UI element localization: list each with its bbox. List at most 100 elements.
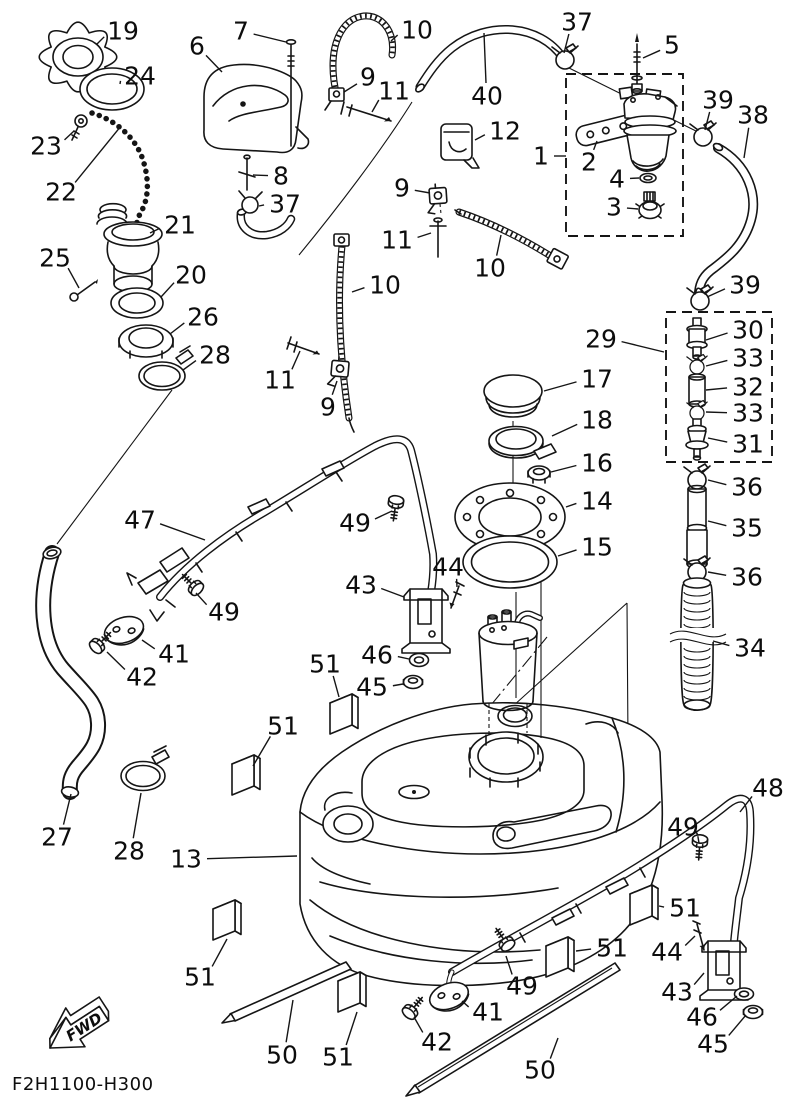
callout-36: 36	[731, 563, 763, 592]
leader-line-51	[345, 1011, 358, 1046]
leader-line-24	[119, 80, 122, 85]
leader-line-32	[705, 387, 728, 391]
tie-mount-9b	[425, 182, 449, 216]
callout-12: 12	[489, 117, 521, 146]
cover-screw-7	[285, 38, 297, 147]
callout-44: 44	[651, 938, 683, 967]
callout-51: 51	[309, 650, 341, 679]
callout-51: 51	[322, 1043, 354, 1072]
callout-13: 13	[170, 845, 202, 874]
callout-37: 37	[561, 8, 593, 37]
callout-6: 6	[189, 32, 205, 61]
nut-45a	[402, 674, 424, 690]
leader-line-3	[626, 207, 639, 210]
callout-46: 46	[361, 641, 393, 670]
callout-51: 51	[669, 894, 701, 923]
callout-18: 18	[581, 406, 613, 435]
leader-line-36	[707, 571, 727, 577]
leader-line-35	[707, 520, 727, 527]
callout-9: 9	[320, 393, 336, 422]
callout-23: 23	[30, 132, 62, 161]
callout-39: 39	[729, 271, 761, 300]
leader-line-43	[380, 587, 405, 598]
cap-screw-23	[71, 114, 88, 141]
neck-gasket-20	[110, 287, 164, 319]
callout-31: 31	[732, 430, 764, 459]
callout-49: 49	[339, 509, 371, 538]
strap-bracket-43a	[401, 588, 451, 654]
cable-tie-10c	[333, 233, 355, 433]
leader-line-33	[705, 359, 728, 367]
callout-17: 17	[581, 365, 613, 394]
leader-line-9	[414, 189, 431, 194]
callout-33: 33	[732, 344, 764, 373]
callout-25: 25	[39, 244, 71, 273]
fuel-hose-38	[694, 142, 759, 299]
o-ring-4	[639, 172, 657, 184]
callout-21: 21	[164, 211, 196, 240]
callout-38: 38	[737, 101, 769, 130]
callout-42: 42	[421, 1028, 453, 1057]
fuel-cock-kit-29	[665, 311, 773, 463]
callout-8: 8	[273, 162, 289, 191]
neck-nut-26	[118, 324, 174, 359]
callout-2: 2	[581, 148, 597, 177]
diagram-code: F2H1100-H300	[12, 1074, 154, 1095]
screw-pin-44a	[449, 581, 465, 609]
bolt-49a	[385, 494, 406, 523]
leader-line-22	[74, 125, 122, 183]
trim-strips-50	[221, 961, 621, 1097]
callout-28: 28	[113, 837, 145, 866]
callout-45: 45	[356, 673, 388, 702]
leader-line-46	[397, 655, 410, 660]
neck-screw-25	[69, 279, 98, 302]
clamp-37a-with-hose	[236, 190, 296, 240]
grommet-46a	[408, 652, 430, 668]
callout-43: 43	[345, 571, 377, 600]
leader-line-51	[211, 938, 228, 967]
callout-30: 30	[732, 316, 764, 345]
clamp-33a	[686, 353, 708, 375]
cap-17	[483, 374, 543, 418]
leader-line-20	[160, 282, 175, 298]
callout-14: 14	[581, 487, 613, 516]
callout-49: 49	[208, 598, 240, 627]
callout-39: 39	[702, 86, 734, 115]
callout-19: 19	[107, 17, 139, 46]
corrugated-hose-34	[669, 577, 727, 712]
leader-line-11	[291, 350, 301, 370]
leader-line-51	[575, 948, 592, 952]
joint-30	[686, 317, 708, 360]
leader-line-17	[543, 381, 577, 392]
cap-holder-18	[488, 425, 557, 460]
leader-line-15	[557, 549, 577, 557]
callout-11: 11	[264, 366, 296, 395]
leader-line-13	[206, 855, 298, 860]
leader-line-51	[332, 675, 340, 698]
callout-50: 50	[266, 1041, 298, 1070]
leader-line-40	[483, 32, 487, 84]
leader-line-16	[550, 464, 577, 473]
callout-29: 29	[585, 325, 617, 354]
damper-41a	[100, 611, 149, 651]
leader-line-50	[549, 1037, 559, 1059]
tank-strap-48	[446, 794, 755, 997]
leader-line-33	[705, 411, 728, 414]
callout-51: 51	[267, 712, 299, 741]
leader-line-41	[141, 639, 156, 650]
nut-16	[527, 465, 551, 484]
callout-41: 41	[472, 998, 504, 1027]
callout-35: 35	[731, 514, 763, 543]
leader-line-5	[642, 49, 661, 59]
leader-line-37	[258, 204, 265, 207]
callout-10: 10	[401, 16, 433, 45]
damper-12	[440, 123, 480, 169]
leader-line-12	[474, 134, 486, 141]
callout-36: 36	[731, 473, 763, 502]
leader-line-29	[621, 340, 665, 353]
tank-strap-47	[126, 435, 438, 622]
cable-tie-10a	[329, 12, 397, 101]
leader-line-27	[62, 793, 72, 825]
hose-clamp-28b	[120, 745, 170, 792]
